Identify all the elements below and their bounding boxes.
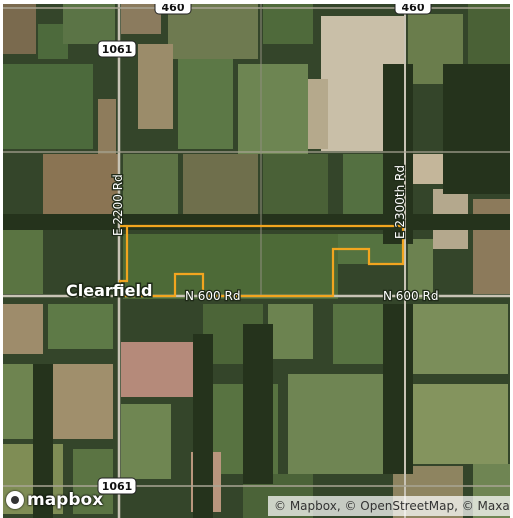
tree-belts [3,64,510,518]
road-label-e2300: E 2300th Rd [393,165,407,239]
road-label-n600-right: N 600 Rd [383,289,438,303]
satellite-imagery: 460 460 1061 1061 E 2200 Rd E 2300th Rd … [3,4,510,518]
road-label-n600-left: N 600 Rd [185,289,240,303]
route-shield-460-right: 460 [394,4,432,15]
place-label-clearfield: Clearfield [66,281,152,300]
route-shield-1061-lower: 1061 [97,477,137,495]
shield-460-left-text: 460 [162,4,185,14]
route-shield-1061-upper: 1061 [97,40,137,58]
route-shield-460-left: 460 [154,4,192,15]
property-boundary[interactable] [118,224,405,298]
mapbox-logo-icon [6,491,24,509]
mapbox-logo[interactable]: mapbox [6,490,103,510]
mapbox-logo-text: mapbox [27,490,104,510]
shield-1061-lower-text: 1061 [102,480,133,493]
road-label-e2200: E 2200 Rd [111,174,125,236]
map-attribution[interactable]: © Mapbox, © OpenStreetMap, © Maxar [268,496,510,516]
shield-1061-upper-text: 1061 [102,43,133,56]
map-canvas[interactable]: 460 460 1061 1061 E 2200 Rd E 2300th Rd … [3,4,510,518]
shield-460-right-text: 460 [402,4,425,14]
